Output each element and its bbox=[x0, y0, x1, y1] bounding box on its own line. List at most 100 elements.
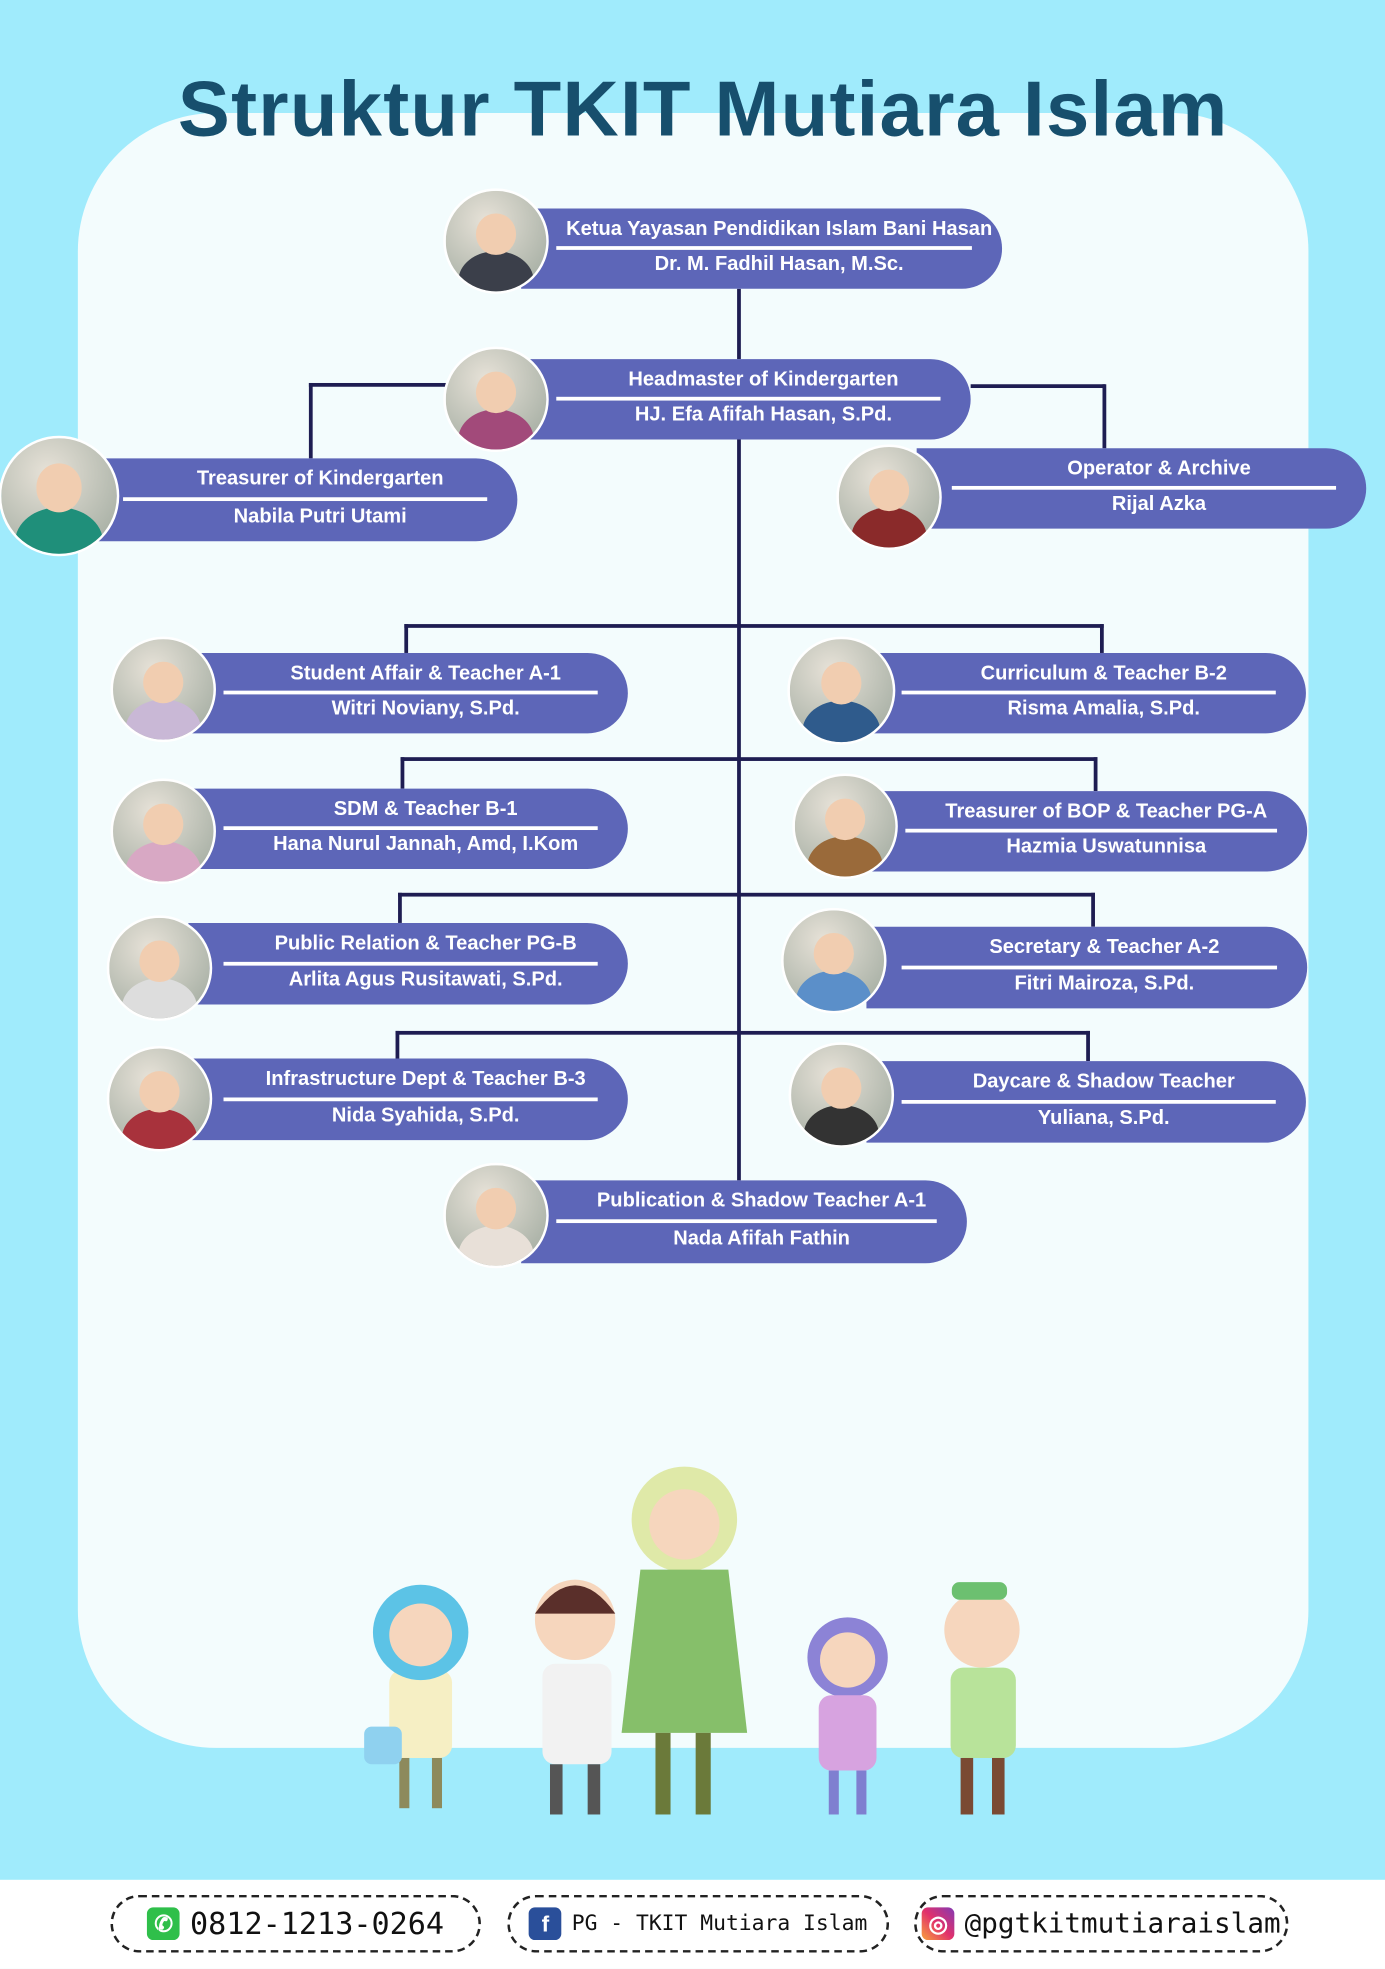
separator bbox=[223, 961, 598, 966]
member-name: Nida Syahida, S.Pd. bbox=[331, 1105, 520, 1127]
child-green-cap bbox=[944, 1582, 1020, 1815]
separator bbox=[901, 690, 1276, 695]
connector-line bbox=[1091, 892, 1095, 927]
children-illustration bbox=[364, 1466, 1020, 1815]
org-node: Secretary & Teacher A-2 Fitri Mairoza, S… bbox=[866, 926, 1308, 1009]
separator bbox=[905, 828, 1278, 833]
member-photo bbox=[110, 636, 216, 743]
member-photo bbox=[106, 915, 213, 1021]
org-node: Treasurer of BOP & Teacher PG-A Hazmia U… bbox=[870, 791, 1308, 872]
connector-line bbox=[400, 757, 405, 789]
role-label: Treasurer of BOP & Teacher PG-A bbox=[945, 801, 1268, 823]
instagram-handle: @pgtkitmutiaraislam bbox=[964, 1908, 1281, 1940]
connector-line bbox=[308, 382, 313, 459]
separator bbox=[223, 826, 598, 831]
member-photo bbox=[443, 346, 549, 453]
member-photo bbox=[787, 636, 896, 745]
role-label: Daycare & Shadow Teacher bbox=[972, 1071, 1235, 1093]
member-name: Witri Noviany, S.Pd. bbox=[331, 698, 520, 720]
member-name: Hana Nurul Jannah, Amd, I.Kom bbox=[273, 833, 579, 856]
role-label: Curriculum & Teacher B-2 bbox=[980, 663, 1227, 685]
mother-green-hijab bbox=[621, 1466, 748, 1815]
contact-footer: ✆ 0812-1213-0264 f PG - TKIT Mutiara Isl… bbox=[0, 1879, 1385, 1969]
separator bbox=[901, 1099, 1276, 1104]
page-title: Struktur TKIT Mutiara Islam bbox=[177, 66, 1229, 154]
connector-line bbox=[737, 288, 741, 360]
role-label: SDM & Teacher B-1 bbox=[333, 798, 518, 820]
separator bbox=[901, 965, 1278, 969]
facebook-contact[interactable]: f PG - TKIT Mutiara Islam bbox=[507, 1894, 890, 1953]
org-node: Ketua Yayasan Pendidikan Islam Bani Hasa… bbox=[521, 208, 1003, 289]
member-name: Dr. M. Fadhil Hasan, M.Sc. bbox=[654, 253, 904, 275]
child-purple-hijab bbox=[807, 1617, 888, 1815]
role-label: Ketua Yayasan Pendidikan Islam Bani Hasa… bbox=[566, 218, 993, 240]
member-photo bbox=[0, 435, 120, 557]
role-label: Secretary & Teacher A-2 bbox=[989, 936, 1220, 959]
member-photo bbox=[110, 778, 216, 885]
instagram-icon: ◎ bbox=[921, 1907, 955, 1941]
connector-line bbox=[737, 439, 741, 1181]
member-photo bbox=[443, 1162, 549, 1269]
member-name: Rijal Azka bbox=[1111, 493, 1207, 515]
org-node: Headmaster of Kindergarten HJ. Efa Afifa… bbox=[521, 359, 971, 440]
connector-line bbox=[404, 624, 1104, 628]
facebook-page: PG - TKIT Mutiara Islam bbox=[571, 1911, 868, 1937]
connector-line bbox=[395, 1030, 400, 1059]
member-name: Nada Afifah Fathin bbox=[673, 1228, 850, 1250]
member-name: Arlita Agus Rusitawati, S.Pd. bbox=[288, 969, 563, 991]
connector-line bbox=[398, 892, 1095, 897]
connector-line bbox=[400, 757, 1098, 761]
connector-line bbox=[1093, 757, 1098, 792]
child-blue-hijab bbox=[364, 1584, 469, 1809]
child-white-cap bbox=[534, 1579, 616, 1815]
phone-number: 0812-1213-0264 bbox=[190, 1906, 445, 1942]
member-photo bbox=[792, 773, 898, 879]
org-node: Student Affair & Teacher A-1 Witri Novia… bbox=[188, 652, 628, 734]
member-name: Yuliana, S.Pd. bbox=[1037, 1107, 1170, 1129]
connector-line bbox=[1099, 624, 1104, 653]
member-name: Fitri Mairoza, S.Pd. bbox=[1014, 973, 1195, 995]
whatsapp-icon: ✆ bbox=[147, 1907, 180, 1941]
org-node: Curriculum & Teacher B-2 Risma Amalia, S… bbox=[866, 652, 1306, 734]
connector-line bbox=[308, 382, 449, 387]
org-node: Public Relation & Teacher PG-B Arlita Ag… bbox=[188, 922, 628, 1005]
connector-line bbox=[395, 1030, 1090, 1035]
separator bbox=[223, 690, 598, 695]
member-name: Hazmia Uswatunnisa bbox=[1006, 836, 1207, 858]
org-node: Infrastructure Dept & Teacher B-3 Nida S… bbox=[188, 1058, 628, 1141]
separator bbox=[123, 497, 488, 502]
phone-contact[interactable]: ✆ 0812-1213-0264 bbox=[110, 1894, 481, 1953]
role-label: Headmaster of Kindergarten bbox=[628, 369, 899, 391]
separator bbox=[556, 246, 972, 250]
separator bbox=[556, 1219, 937, 1224]
member-photo bbox=[788, 1042, 895, 1148]
org-node: Daycare & Shadow Teacher Yuliana, S.Pd. bbox=[866, 1061, 1306, 1143]
org-node: Treasurer of Kindergarten Nabila Putri U… bbox=[87, 458, 518, 542]
separator bbox=[556, 396, 941, 401]
member-photo bbox=[781, 907, 887, 1014]
role-label: Public Relation & Teacher PG-B bbox=[274, 932, 577, 955]
role-label: Operator & Archive bbox=[1067, 458, 1251, 480]
member-photo bbox=[106, 1045, 213, 1152]
connector-line bbox=[970, 384, 1106, 389]
connector-line bbox=[398, 892, 402, 923]
org-node: SDM & Teacher B-1 Hana Nurul Jannah, Amd… bbox=[188, 788, 628, 869]
member-photo bbox=[443, 188, 549, 294]
instagram-contact[interactable]: ◎ @pgtkitmutiaraislam bbox=[914, 1894, 1289, 1953]
member-name: Nabila Putri Utami bbox=[233, 506, 407, 528]
role-label: Infrastructure Dept & Teacher B-3 bbox=[265, 1068, 586, 1090]
connector-line bbox=[1086, 1030, 1090, 1062]
member-name: Risma Amalia, S.Pd. bbox=[1007, 698, 1200, 720]
separator bbox=[951, 485, 1337, 490]
role-label: Student Affair & Teacher A-1 bbox=[290, 663, 561, 685]
separator bbox=[223, 1096, 598, 1101]
role-label: Publication & Shadow Teacher A-1 bbox=[596, 1190, 927, 1212]
connector-line bbox=[404, 624, 409, 653]
role-label: Treasurer of Kindergarten bbox=[196, 468, 444, 490]
facebook-icon: f bbox=[529, 1907, 562, 1941]
org-node: Publication & Shadow Teacher A-1 Nada Af… bbox=[521, 1180, 967, 1264]
org-node: Operator & Archive Rijal Azka bbox=[916, 448, 1367, 529]
connector-line bbox=[1102, 384, 1107, 449]
member-photo bbox=[836, 444, 942, 550]
